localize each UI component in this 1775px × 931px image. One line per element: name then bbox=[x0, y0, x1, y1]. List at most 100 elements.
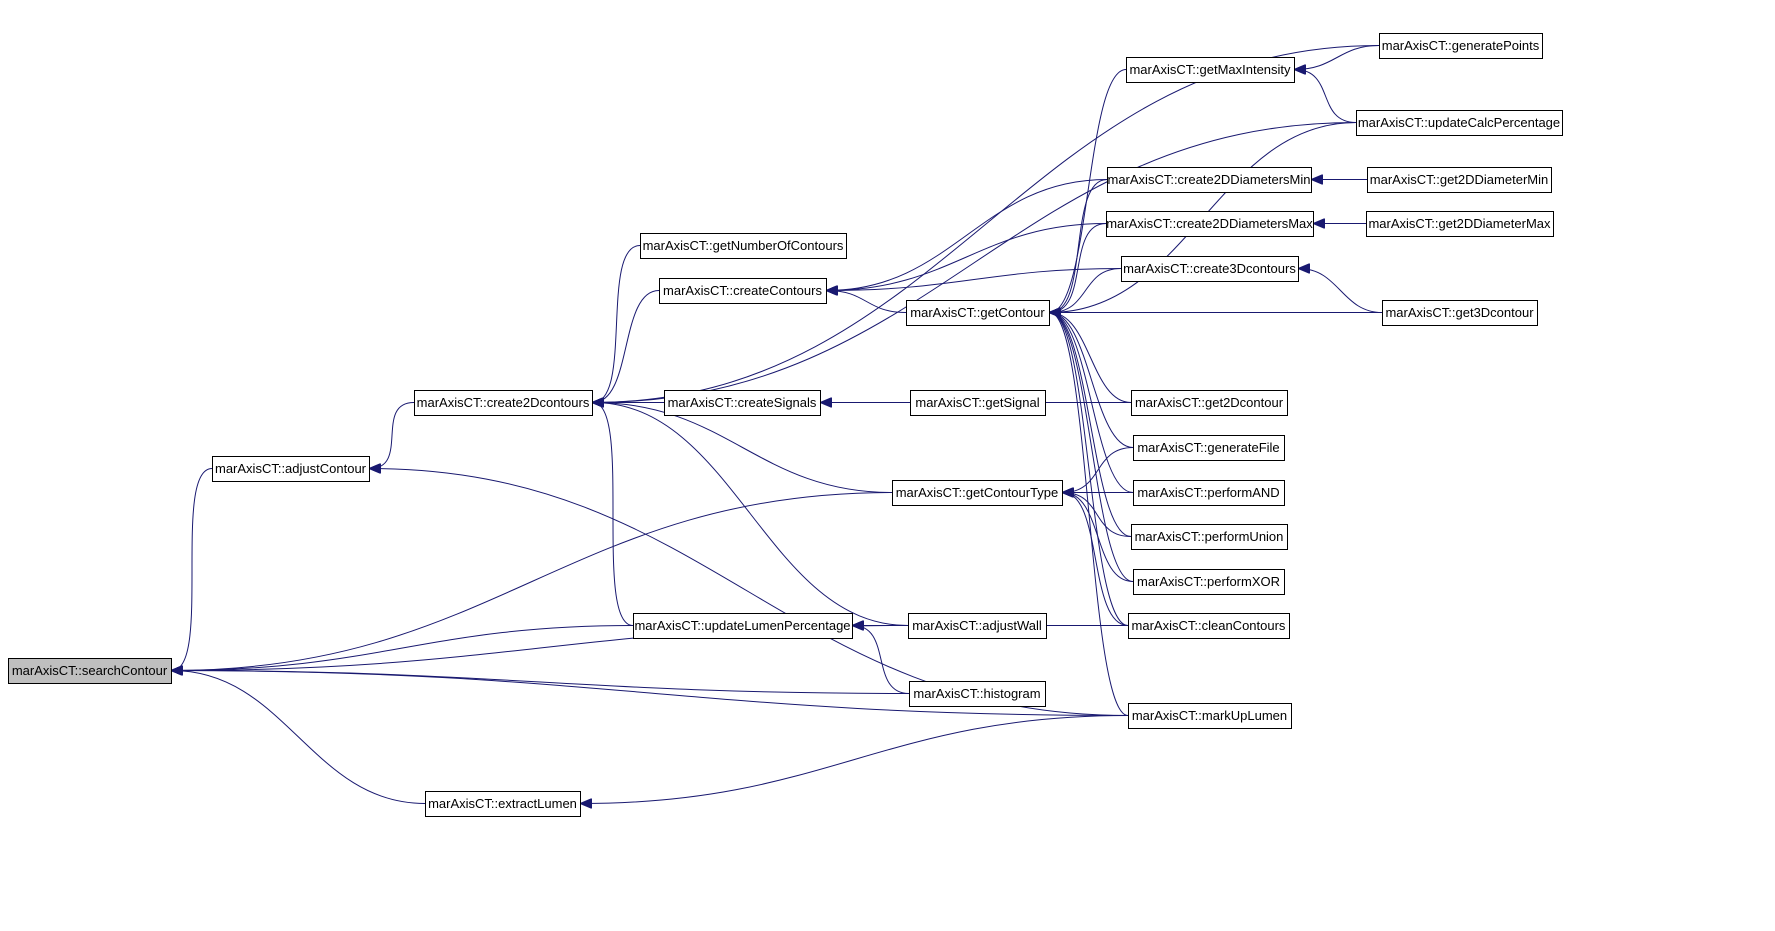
node-create3Dcontours[interactable]: marAxisCT::create3Dcontours bbox=[1121, 256, 1299, 282]
edge-create2DDiametersMin-to-getContour bbox=[1050, 179, 1108, 313]
node-box bbox=[1128, 703, 1292, 729]
node-getMaxIntensity[interactable]: marAxisCT::getMaxIntensity bbox=[1126, 57, 1295, 83]
edge-create2DDiametersMax-to-getContour bbox=[1050, 223, 1107, 313]
node-label: marAxisCT::create3Dcontours bbox=[1123, 261, 1296, 276]
node-box bbox=[1128, 613, 1290, 639]
node-label: marAxisCT::getContourType bbox=[896, 485, 1059, 500]
edge-getNumberOfContours-to-create2Dcontours bbox=[593, 245, 641, 403]
node-box bbox=[1106, 211, 1314, 237]
node-box bbox=[1366, 211, 1554, 237]
node-box bbox=[659, 278, 827, 304]
node-label: marAxisCT::generateFile bbox=[1137, 440, 1279, 455]
node-get2DDiameterMin[interactable]: marAxisCT::get2DDiameterMin bbox=[1367, 167, 1552, 193]
node-box bbox=[664, 390, 821, 416]
node-getContourType[interactable]: marAxisCT::getContourType bbox=[892, 480, 1063, 506]
node-createContours[interactable]: marAxisCT::createContours bbox=[659, 278, 827, 304]
node-get2Dcontour[interactable]: marAxisCT::get2Dcontour bbox=[1131, 390, 1288, 416]
edge-getMaxIntensity-to-getContour bbox=[1050, 69, 1127, 313]
node-performUnion[interactable]: marAxisCT::performUnion bbox=[1131, 524, 1288, 550]
edge-performAND-to-getContour bbox=[1050, 313, 1134, 493]
node-updateLumenPercentage[interactable]: marAxisCT::updateLumenPercentage bbox=[633, 613, 853, 639]
node-box bbox=[640, 233, 847, 259]
edge-histogram-to-updateLumenPercentage bbox=[853, 626, 910, 694]
node-adjustWall[interactable]: marAxisCT::adjustWall bbox=[908, 613, 1047, 639]
node-label: marAxisCT::performAND bbox=[1137, 485, 1279, 500]
nodes-layer: marAxisCT::searchContour marAxisCT::adjus… bbox=[8, 33, 1563, 817]
edge-generateFile-to-getContourType bbox=[1063, 447, 1134, 493]
edge-performUnion-to-getContour bbox=[1050, 313, 1132, 537]
node-box bbox=[1131, 524, 1288, 550]
node-create2DDiametersMin[interactable]: marAxisCT::create2DDiametersMin bbox=[1107, 167, 1312, 193]
node-label: marAxisCT::get2DDiameterMin bbox=[1370, 172, 1548, 187]
node-box bbox=[910, 390, 1046, 416]
edge-adjustContour-to-searchContour bbox=[172, 468, 213, 671]
node-label: marAxisCT::getNumberOfContours bbox=[643, 238, 844, 253]
edge-performXOR-to-getContourType bbox=[1063, 493, 1134, 582]
edge-create2DDiametersMin-to-createContours bbox=[827, 179, 1108, 291]
node-markUpLumen[interactable]: marAxisCT::markUpLumen bbox=[1128, 703, 1292, 729]
edge-create3Dcontours-to-getContour bbox=[1050, 268, 1122, 313]
node-label: marAxisCT::create2Dcontours bbox=[417, 395, 590, 410]
node-getNumberOfContours[interactable]: marAxisCT::getNumberOfContours bbox=[640, 233, 847, 259]
node-label: marAxisCT::searchContour bbox=[12, 663, 168, 678]
node-label: marAxisCT::updateLumenPercentage bbox=[634, 618, 850, 633]
node-get3Dcontour[interactable]: marAxisCT::get3Dcontour bbox=[1382, 300, 1538, 326]
edges-layer bbox=[172, 45, 1383, 804]
node-label: marAxisCT::performUnion bbox=[1135, 529, 1284, 544]
node-cleanContours[interactable]: marAxisCT::cleanContours bbox=[1128, 613, 1290, 639]
node-box bbox=[633, 613, 853, 639]
node-box bbox=[1356, 110, 1563, 136]
edge-getContourType-to-create2Dcontours bbox=[593, 403, 893, 493]
node-generateFile[interactable]: marAxisCT::generateFile bbox=[1133, 435, 1285, 461]
node-label: marAxisCT::getContour bbox=[910, 305, 1045, 320]
edge-get2Dcontour-to-getContour bbox=[1050, 313, 1132, 403]
node-generatePoints[interactable]: marAxisCT::generatePoints bbox=[1379, 33, 1543, 59]
node-box bbox=[906, 300, 1050, 326]
node-label: marAxisCT::get2Dcontour bbox=[1135, 395, 1284, 410]
edge-generatePoints-to-getMaxIntensity bbox=[1295, 45, 1380, 70]
node-box bbox=[1133, 435, 1285, 461]
node-adjustContour[interactable]: marAxisCT::adjustContour bbox=[212, 456, 370, 482]
node-box bbox=[909, 681, 1046, 707]
node-performXOR[interactable]: marAxisCT::performXOR bbox=[1133, 569, 1285, 595]
node-label: marAxisCT::get3Dcontour bbox=[1385, 305, 1534, 320]
edge-markUpLumen-to-searchContour bbox=[172, 671, 1129, 716]
node-label: marAxisCT::generatePoints bbox=[1382, 38, 1540, 53]
node-extractLumen[interactable]: marAxisCT::extractLumen bbox=[425, 791, 581, 817]
node-histogram[interactable]: marAxisCT::histogram bbox=[909, 681, 1046, 707]
node-create2DDiametersMax[interactable]: marAxisCT::create2DDiametersMax bbox=[1106, 211, 1314, 237]
edge-updateLumenPercentage-to-create2Dcontours bbox=[593, 403, 634, 626]
node-box bbox=[892, 480, 1063, 506]
node-getContour[interactable]: marAxisCT::getContour bbox=[906, 300, 1050, 326]
node-box bbox=[8, 658, 172, 684]
node-label: marAxisCT::adjustWall bbox=[912, 618, 1042, 633]
node-label: marAxisCT::getSignal bbox=[915, 395, 1039, 410]
node-box bbox=[1121, 256, 1299, 282]
node-box bbox=[1133, 569, 1285, 595]
node-create2Dcontours[interactable]: marAxisCT::create2Dcontours bbox=[414, 390, 593, 416]
node-get2DDiameterMax[interactable]: marAxisCT::get2DDiameterMax bbox=[1366, 211, 1554, 237]
edge-get3Dcontour-to-create3Dcontours bbox=[1299, 269, 1383, 313]
node-label: marAxisCT::createSignals bbox=[668, 395, 817, 410]
node-createSignals[interactable]: marAxisCT::createSignals bbox=[664, 390, 821, 416]
node-performAND[interactable]: marAxisCT::performAND bbox=[1133, 480, 1285, 506]
node-box bbox=[1131, 390, 1288, 416]
edge-performUnion-to-getContourType bbox=[1063, 493, 1132, 537]
node-searchContour[interactable]: marAxisCT::searchContour bbox=[8, 658, 172, 684]
node-box bbox=[414, 390, 593, 416]
edge-getContourType-to-searchContour bbox=[172, 492, 893, 671]
node-label: marAxisCT::performXOR bbox=[1137, 574, 1280, 589]
node-label: marAxisCT::getMaxIntensity bbox=[1129, 62, 1291, 77]
node-box bbox=[212, 456, 370, 482]
edge-extractLumen-to-searchContour bbox=[172, 671, 426, 804]
edge-getContour-to-createContours bbox=[827, 291, 907, 313]
edge-createContours-to-create2Dcontours bbox=[593, 290, 660, 403]
edge-generateFile-to-getContour bbox=[1050, 313, 1134, 448]
node-box bbox=[1382, 300, 1538, 326]
edge-adjustWall-to-create2Dcontours bbox=[593, 403, 909, 626]
node-updateCalcPercentage[interactable]: marAxisCT::updateCalcPercentage bbox=[1356, 110, 1563, 136]
node-box bbox=[908, 613, 1047, 639]
node-getSignal[interactable]: marAxisCT::getSignal bbox=[910, 390, 1046, 416]
node-label: marAxisCT::markUpLumen bbox=[1132, 708, 1287, 723]
node-label: marAxisCT::histogram bbox=[913, 686, 1040, 701]
